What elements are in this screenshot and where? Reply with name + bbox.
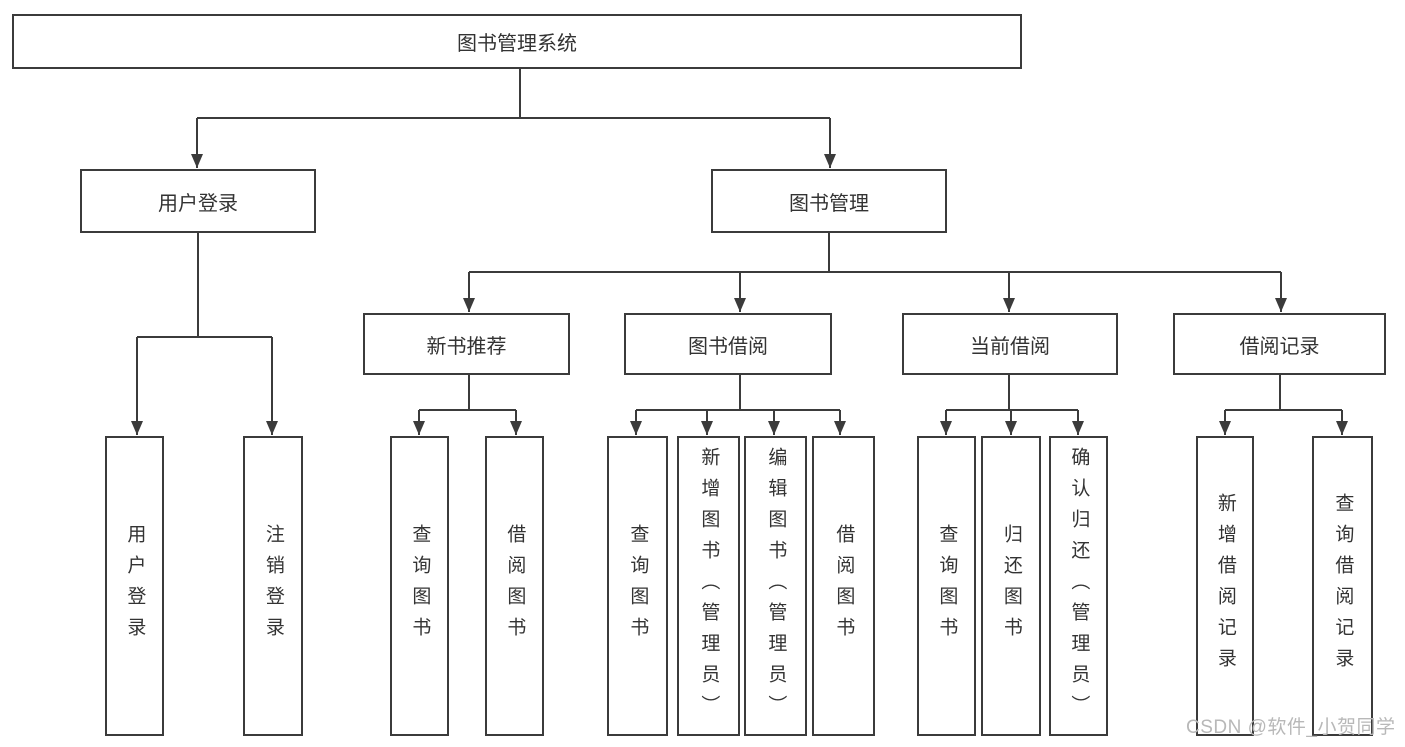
node-borrowing-records: 借阅记录: [1173, 313, 1386, 375]
node-label: 新增图书（管理员）: [698, 446, 720, 726]
connector-borrow-records-children: [1219, 375, 1348, 435]
node-label: 查询借阅记录: [1332, 493, 1354, 679]
node-label: 新增借阅记录: [1214, 493, 1236, 679]
node-label: 图书管理: [789, 192, 869, 215]
csdn-watermark: CSDN @软件_小贺同学: [1186, 717, 1396, 738]
node-book-management: 图书管理: [711, 169, 947, 233]
leaf-user-login: 用户登录: [105, 436, 164, 736]
node-label: 图书借阅: [688, 335, 768, 358]
connector-root-to-level2: [191, 69, 836, 168]
leaf-borrow-books-borrowing: 借阅图书: [812, 436, 875, 736]
leaf-query-books-borrowing: 查询图书: [607, 436, 668, 736]
node-user-login: 用户登录: [80, 169, 316, 233]
node-label: 用户登录: [124, 524, 146, 648]
leaf-add-borrow-record: 新增借阅记录: [1196, 436, 1254, 736]
leaf-add-book-admin: 新增图书（管理员）: [677, 436, 740, 736]
leaf-query-books-current: 查询图书: [917, 436, 976, 736]
node-label: 编辑图书（管理员）: [765, 446, 787, 726]
connector-book-management-children: [463, 233, 1287, 312]
node-book-borrowing: 图书借阅: [624, 313, 832, 375]
node-current-borrowing: 当前借阅: [902, 313, 1118, 375]
leaf-borrow-books-recommend: 借阅图书: [485, 436, 544, 736]
node-label: 用户登录: [158, 192, 238, 215]
node-label: 借阅记录: [1239, 335, 1320, 358]
node-library-management-system: 图书管理系统: [12, 14, 1022, 69]
leaf-logout: 注销登录: [243, 436, 303, 736]
node-label: 确认归还（管理员）: [1068, 446, 1090, 726]
node-label: 查询图书: [409, 524, 431, 648]
node-label: 图书管理系统: [457, 33, 577, 55]
leaf-query-borrow-record: 查询借阅记录: [1312, 436, 1373, 736]
leaf-query-books-recommend: 查询图书: [390, 436, 449, 736]
node-label: 借阅图书: [504, 524, 526, 648]
node-label: 借阅图书: [833, 524, 855, 648]
connector-user-login-children: [131, 233, 278, 435]
leaf-confirm-return-admin: 确认归还（管理员）: [1049, 436, 1108, 736]
node-label: 查询图书: [936, 524, 958, 648]
connector-new-book-recommend-children: [413, 375, 522, 435]
node-label: 归还图书: [1000, 524, 1022, 648]
node-label: 注销登录: [262, 524, 284, 648]
leaf-return-books: 归还图书: [981, 436, 1041, 736]
connector-book-borrowing-children: [630, 375, 846, 435]
node-new-book-recommendation: 新书推荐: [363, 313, 570, 375]
connector-current-borrowing-children: [940, 375, 1084, 435]
node-label: 当前借阅: [970, 335, 1050, 358]
leaf-edit-book-admin: 编辑图书（管理员）: [744, 436, 807, 736]
node-label: 查询图书: [627, 524, 649, 648]
node-label: 新书推荐: [426, 335, 507, 358]
